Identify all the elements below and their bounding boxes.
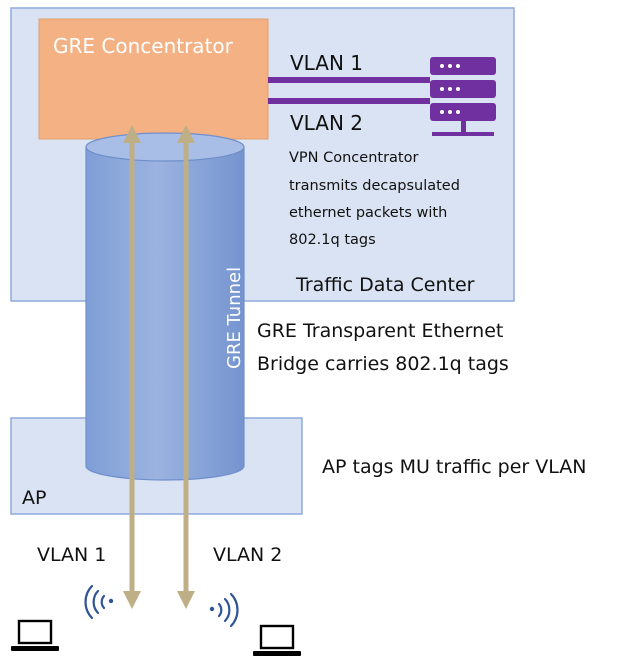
gre-concentrator-box	[38, 18, 269, 140]
laptop-icon	[253, 624, 301, 656]
vlan1-top-label: VLAN 1	[290, 51, 363, 75]
bridge-note: GRE Transparent Ethernet Bridge carries …	[257, 320, 509, 375]
ap-note: AP tags MU traffic per VLAN	[322, 456, 587, 478]
vlan2-bottom-label: VLAN 2	[213, 544, 282, 566]
laptop-icon	[11, 619, 59, 651]
vpn-note: VPN Concentrator transmits decapsulated …	[289, 150, 465, 248]
gre-concentrator-label: GRE Concentrator	[53, 34, 234, 58]
vpn-note-line-1: VPN Concentrator	[289, 150, 418, 166]
wifi-icon	[209, 592, 239, 628]
vpn-note-line-2: transmits decapsulated	[289, 178, 460, 194]
ap-label: AP	[22, 487, 46, 509]
server-rack-icon	[430, 57, 496, 136]
vlan2-top-label: VLAN 2	[290, 111, 363, 135]
bridge-note-line-2: Bridge carries 802.1q tags	[257, 353, 509, 375]
vpn-note-line-4: 802.1q tags	[289, 232, 376, 248]
gre-tunnel-cylinder	[85, 132, 245, 481]
bridge-note-line-1: GRE Transparent Ethernet	[257, 320, 503, 342]
gre-tunnel-label: GRE Tunnel	[224, 267, 245, 369]
vpn-note-line-3: ethernet packets with	[289, 205, 447, 221]
traffic-data-center-label: Traffic Data Center	[295, 274, 475, 296]
vlan1-bottom-label: VLAN 1	[37, 544, 106, 566]
wifi-icon	[84, 584, 114, 620]
